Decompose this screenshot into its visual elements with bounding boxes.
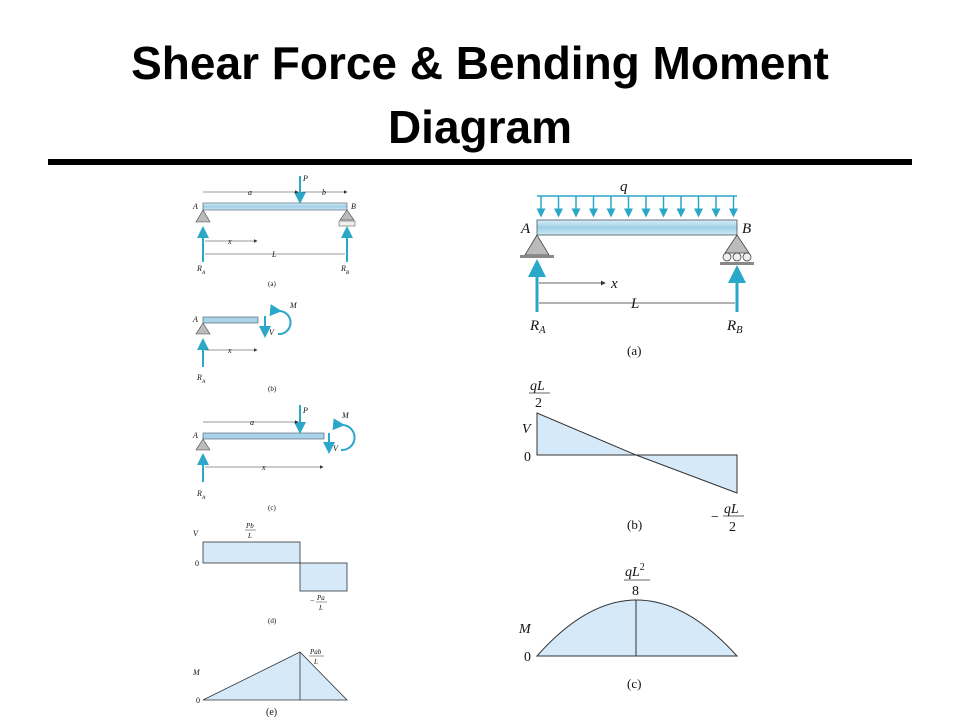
pin-support <box>195 438 211 451</box>
label-a-point: A <box>192 431 198 440</box>
label-a-point: A <box>520 221 531 237</box>
label-a-point: A <box>192 202 198 211</box>
label-rb: RB <box>340 264 350 276</box>
roller-base <box>338 220 356 227</box>
label-l: L <box>318 604 323 612</box>
pin-support <box>524 234 550 256</box>
axis-label-m: M <box>192 668 201 677</box>
minus-sign: − <box>310 596 315 605</box>
beam-segment <box>202 432 325 440</box>
label-pab: Pab <box>309 648 322 656</box>
label-l: L <box>247 532 252 540</box>
moment-region <box>202 651 348 701</box>
rollers <box>720 252 754 265</box>
left-diagram-b: A M V x RA (b) <box>192 301 298 393</box>
axis-label-v: V <box>193 529 199 538</box>
caption: (e) <box>266 707 277 718</box>
right-shear-diagram: qL 2 V 0 − qL 2 (b) <box>522 379 744 535</box>
caption: (c) <box>627 676 641 691</box>
label-m: M <box>289 301 298 310</box>
minus-sign: − <box>711 510 719 525</box>
label-8: 8 <box>632 584 639 599</box>
label-x: x <box>227 346 232 355</box>
slide-title-line1: Shear Force & Bending Moment <box>131 37 829 89</box>
zero-label: 0 <box>196 696 200 705</box>
label-l: L <box>313 658 318 666</box>
label-b-point: B <box>351 202 356 211</box>
label-rb: RB <box>726 318 743 336</box>
caption: (d) <box>268 617 277 625</box>
zero-label: 0 <box>524 450 531 465</box>
label-a-dim: a <box>250 418 254 427</box>
caption: (c) <box>268 504 276 512</box>
label-ql: qL <box>724 502 739 517</box>
left-moment-diagram: M 0 Pab L (e) <box>192 648 348 718</box>
label-p: P <box>302 174 308 183</box>
pin-support <box>195 209 211 223</box>
pin-support <box>195 322 211 335</box>
label-ra: RA <box>196 489 206 501</box>
label-ra: RA <box>196 264 206 276</box>
left-shear-diagram: V 0 Pb L − Pa L (d) <box>193 522 348 625</box>
label-v: V <box>333 444 339 453</box>
beam <box>202 202 348 211</box>
negative-shear-region <box>635 454 738 494</box>
label-ql: qL <box>530 379 545 394</box>
label-m: M <box>341 411 350 420</box>
label-a-dim: a <box>248 188 252 197</box>
moment-parabola <box>535 599 739 657</box>
slide-title-line2: Diagram <box>387 101 573 153</box>
label-2: 2 <box>535 396 542 411</box>
label-b-point: B <box>742 221 751 237</box>
zero-label: 0 <box>524 650 531 665</box>
negative-shear-region <box>299 562 348 592</box>
label-l: L <box>271 250 277 259</box>
label-b-dim: b <box>322 188 326 197</box>
label-pb: Pb <box>245 522 254 530</box>
label-2: 2 <box>729 520 736 535</box>
label-ql2: qL2 <box>625 562 645 580</box>
right-moment-diagram: qL2 8 M 0 (c) <box>518 562 739 691</box>
label-q: q <box>620 179 628 195</box>
caption: (a) <box>268 280 276 288</box>
label-x: x <box>610 276 618 292</box>
label-a-point: A <box>192 315 198 324</box>
beam-segment <box>202 316 259 324</box>
label-ra: RA <box>529 318 546 336</box>
caption: (b) <box>627 517 642 532</box>
label-pa: Pa <box>316 594 325 602</box>
positive-shear-region <box>536 412 637 456</box>
caption: (b) <box>268 385 277 393</box>
positive-shear-region <box>202 541 301 564</box>
left-diagram-a: A B P a b x L RA RB (a) <box>192 174 356 288</box>
zero-label: 0 <box>195 559 199 568</box>
right-diagram-a: q A B x L RA RB (a) <box>520 179 754 358</box>
left-diagram-c: A P a M V x RA (c) <box>192 405 356 512</box>
axis-label-v: V <box>522 422 532 437</box>
axis-label-m: M <box>518 622 532 637</box>
roller-support <box>724 234 750 254</box>
label-x: x <box>261 463 266 472</box>
label-ra: RA <box>196 373 206 385</box>
label-l: L <box>630 296 639 312</box>
caption: (a) <box>627 343 641 358</box>
label-p: P <box>302 406 308 415</box>
moment-arrow-m <box>332 418 356 452</box>
label-v: V <box>269 328 275 337</box>
distributed-load-arrows <box>536 196 738 218</box>
moment-arrow-m <box>269 304 292 336</box>
beam <box>536 219 738 236</box>
label-x: x <box>227 237 232 246</box>
title-divider <box>48 159 912 165</box>
roller-support <box>339 209 355 221</box>
pin-base <box>520 255 554 258</box>
